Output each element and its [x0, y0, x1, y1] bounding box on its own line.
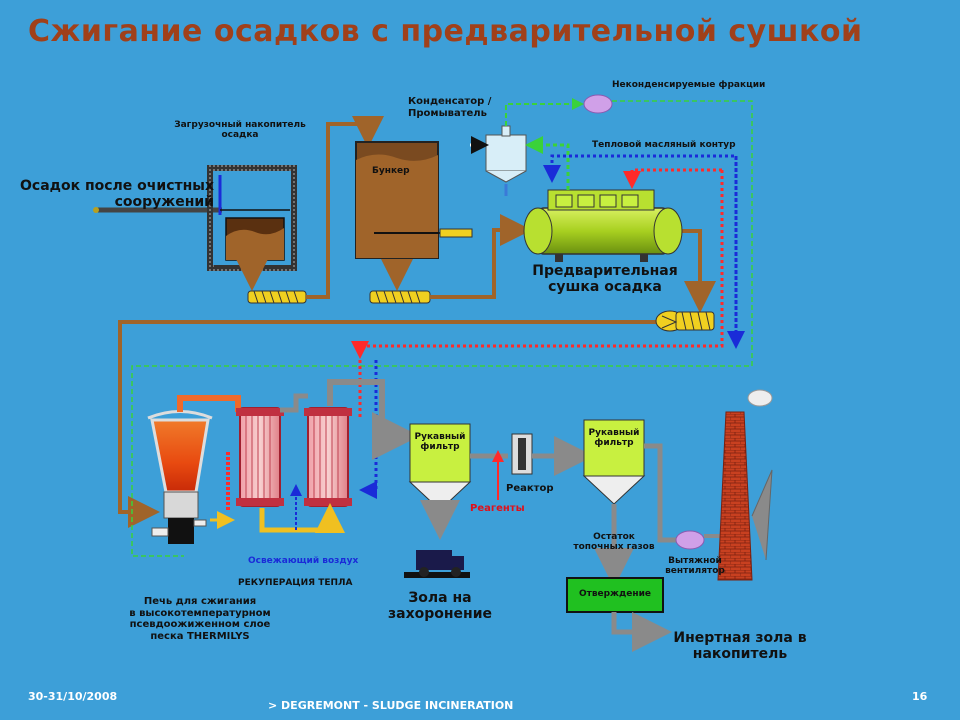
dryer-screw	[655, 310, 715, 332]
condenser	[470, 125, 527, 196]
label-heat-recovery: РЕКУПЕРАЦИЯ ТЕПЛА	[238, 578, 353, 588]
label-noncondensable: Неконденсируемые фракции	[612, 80, 766, 90]
predryer	[523, 189, 683, 262]
footer-brand: > DEGREMONT - SLUDGE INCINERATION	[268, 699, 514, 712]
noncondensable-line	[505, 98, 584, 126]
loading-storage	[207, 165, 297, 271]
label-bunker: Бункер	[372, 166, 410, 176]
bunker	[355, 141, 473, 259]
label-furnace: Печь для сжигания в высокотемпературном …	[129, 596, 271, 642]
label-reactor: Реактор	[506, 483, 554, 494]
screw-conveyor-1	[247, 290, 307, 304]
label-exhaust-fan: Вытяжной вентилятор	[665, 556, 725, 577]
vapour-to-condenser	[525, 136, 570, 190]
flue-gas-to-filter	[327, 379, 420, 460]
label-ash-burial: Зола на захоронение	[387, 590, 492, 623]
footer-page-number: 16	[912, 690, 928, 703]
reactor	[511, 433, 533, 475]
label-condenser: Конденсатор / Промыватель	[408, 96, 492, 119]
hot-oil-branch	[623, 168, 722, 189]
label-predryer: Предварительная сушка осадка	[532, 263, 678, 296]
noncondensable-return	[131, 100, 753, 557]
furnace	[147, 410, 235, 544]
label-solidification: Отверждение	[578, 589, 652, 599]
label-inert-ash: Инертная зола в накопитель	[673, 630, 807, 663]
footer-date: 30-31/10/2008	[28, 690, 118, 703]
noncondensable-fan	[583, 94, 613, 114]
bag-filter-1	[408, 423, 472, 540]
ash-truck	[404, 550, 470, 578]
hot-oil-loop	[351, 170, 724, 359]
bag-filter-2	[582, 419, 646, 505]
gas-between-exchangers	[280, 393, 308, 413]
label-bag-filter-2: Рукавный фильтр	[588, 428, 640, 449]
exhaust-fan	[675, 530, 705, 550]
label-loading-storage: Загрузочный накопитель осадка	[174, 120, 306, 141]
slide-title: Сжигание осадков с предварительной сушко…	[28, 14, 863, 49]
label-bag-filter-1: Рукавный фильтр	[414, 432, 466, 453]
feed-point	[93, 207, 99, 213]
cold-oil-to-exchanger	[359, 360, 378, 499]
label-fresh-air: Освежающий воздух	[248, 556, 359, 566]
heat-exchanger-2	[304, 407, 352, 507]
screw-to-dryer-pipe	[430, 214, 532, 299]
filter2-to-fan	[644, 443, 698, 543]
label-sludge-source: Осадок после очистных сооружений	[20, 178, 214, 211]
label-residue: Остаток топочных газов	[573, 532, 655, 553]
label-oil-loop: Тепловой масляный контур	[592, 140, 736, 150]
to-inert-storage	[611, 612, 672, 652]
label-reagents: Реагенты	[470, 503, 525, 514]
dryer-to-screw-pipe	[680, 229, 716, 313]
solidification-unit	[566, 577, 664, 613]
stack	[717, 389, 773, 581]
heat-exchanger-1	[236, 407, 284, 507]
dried-sludge-to-furnace-pipe	[118, 320, 660, 528]
furnace-flue	[177, 395, 241, 412]
screw-to-bunker-pipe	[306, 116, 384, 299]
screw-conveyor-2	[369, 290, 431, 304]
